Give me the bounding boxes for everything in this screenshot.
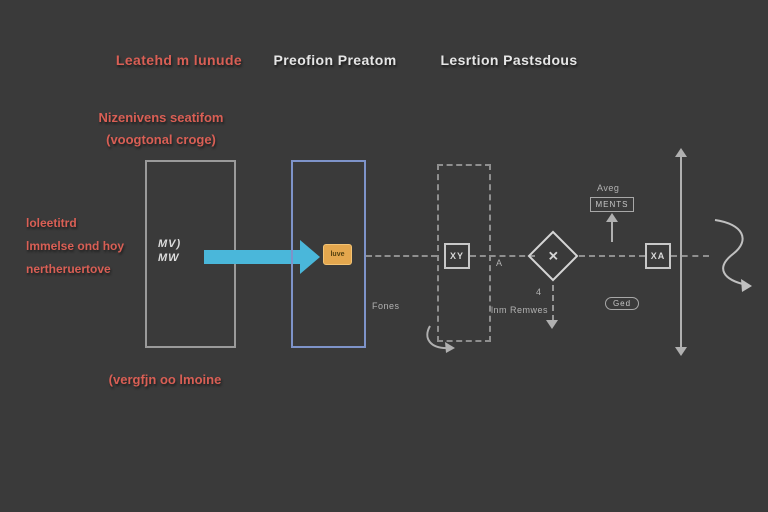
region-subtitle: (voogtonal croge) bbox=[106, 132, 216, 147]
dashed-stage-box bbox=[437, 164, 491, 342]
left-annotation-line1: loleetitrd bbox=[26, 216, 77, 230]
left-annotation-line2: lmmelse ond hoy bbox=[26, 239, 125, 253]
s-curve-arrow bbox=[714, 219, 752, 292]
vertical-range-bottom-head bbox=[675, 347, 687, 356]
stage1-scribble: MV) MW bbox=[158, 237, 204, 265]
connector-scribble-a: A bbox=[496, 258, 503, 268]
vertical-range-top-head bbox=[675, 148, 687, 157]
node-box-1: XY bbox=[444, 243, 470, 269]
hook-arrow bbox=[426, 325, 455, 353]
dashed-connector-4 bbox=[671, 255, 709, 257]
stage1-scribble-line2: MW bbox=[158, 252, 180, 264]
left-annotation: loleetitrd lmmelse ond hoy nertheruertov… bbox=[26, 212, 146, 281]
up-arrow-line bbox=[611, 222, 613, 242]
diamond-node: ✕ bbox=[527, 230, 579, 282]
dashed-connector-3 bbox=[579, 255, 645, 257]
dashed-connector-2 bbox=[470, 255, 535, 257]
dashed-connector-1 bbox=[366, 255, 437, 257]
column-header-left: Leatehd m lunude bbox=[115, 52, 243, 68]
caption-fones: Fones bbox=[372, 301, 400, 311]
node-box-1-glyph: XY bbox=[449, 251, 464, 261]
down-arrow-head bbox=[546, 320, 558, 329]
caption-remwes: lnm Remwes bbox=[491, 305, 549, 315]
column-header-right: Lesrtion Pastsdous bbox=[440, 52, 578, 68]
stage1-scribble-line1: MV) bbox=[158, 238, 182, 250]
stage2-box bbox=[291, 160, 366, 348]
connector-scribble-4: 4 bbox=[536, 287, 542, 297]
region-title: Nizenivens seatifom bbox=[98, 110, 224, 125]
up-arrow-head bbox=[606, 213, 618, 222]
left-annotation-line3: nertheruertove bbox=[26, 262, 111, 276]
flow-arrow-body bbox=[204, 250, 300, 264]
column-header-center: Preofion Preatom bbox=[273, 52, 397, 68]
aveg-label: Aveg bbox=[597, 183, 620, 193]
vertical-range-line bbox=[680, 157, 682, 348]
stage2-chip: luve bbox=[323, 244, 352, 265]
bottom-annotation: (vergfjn oo lmoine bbox=[108, 372, 222, 387]
diamond-node-glyph: ✕ bbox=[547, 248, 559, 263]
ments-badge: MENTS bbox=[590, 197, 634, 212]
node-box-2-glyph: XA bbox=[650, 251, 666, 261]
flow-arrow-head bbox=[300, 240, 320, 274]
ged-badge: Ged bbox=[605, 297, 639, 310]
node-box-2: XA bbox=[645, 243, 671, 269]
down-arrow-line bbox=[552, 285, 554, 321]
